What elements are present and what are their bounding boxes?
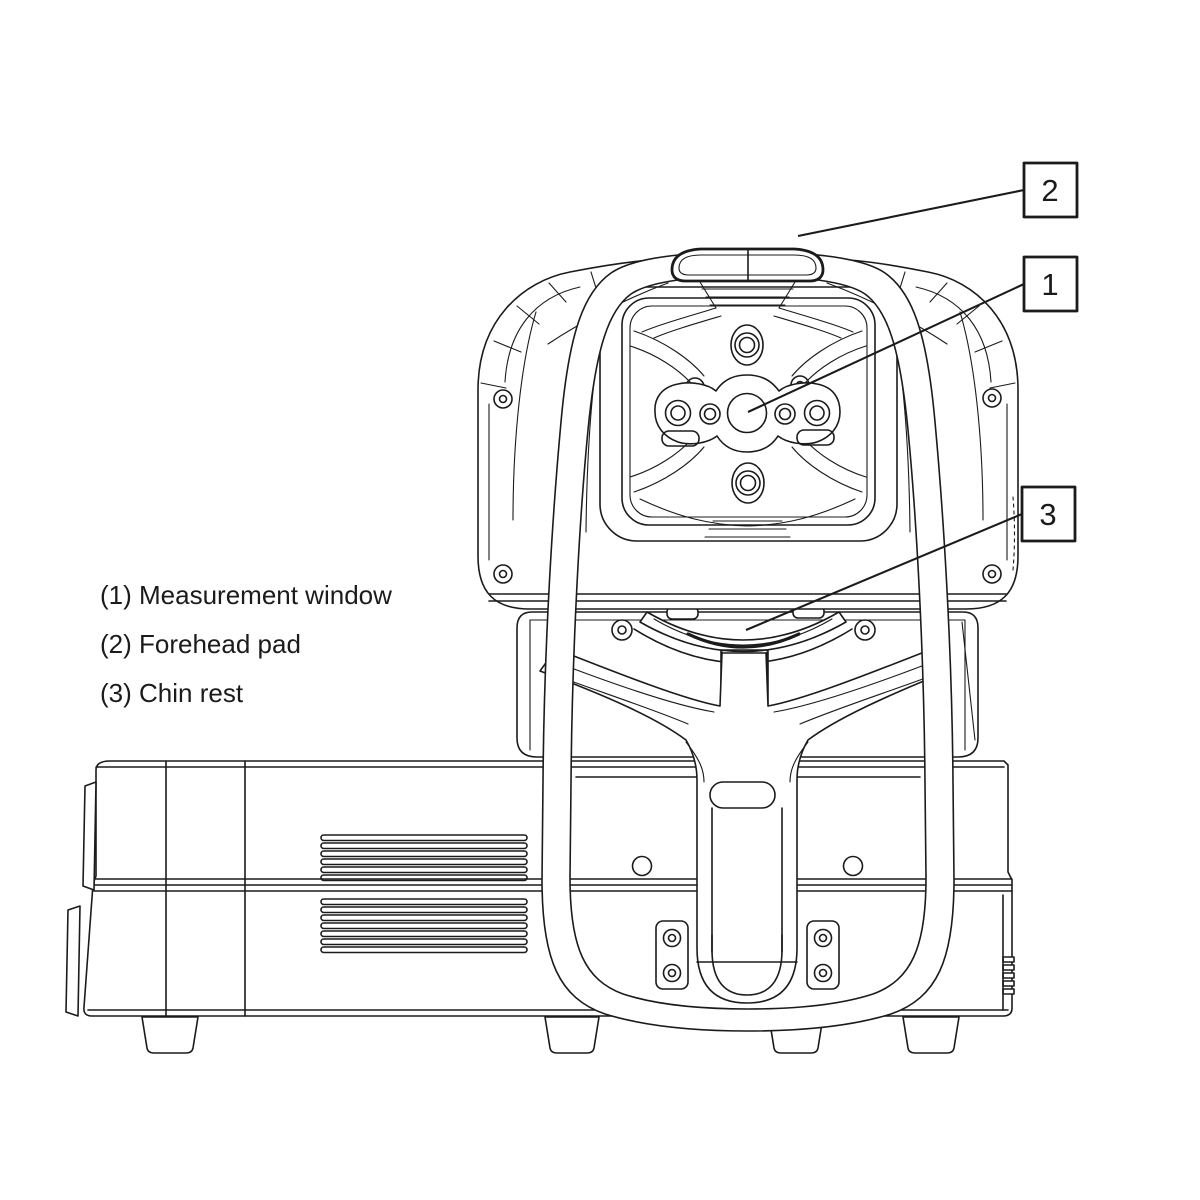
legend: (1) Measurement window (2) Forehead pad …	[100, 571, 392, 718]
measurement-window	[726, 392, 768, 434]
corner-hatch-left	[480, 271, 597, 389]
chin-rest-support	[539, 648, 949, 1004]
column-inner-u	[711, 934, 783, 996]
panel-slot-left	[661, 430, 700, 447]
feet	[141, 1016, 960, 1054]
callout-number-2: 2	[1041, 173, 1058, 208]
callout-boxes: 2 1 3	[1020, 161, 1079, 543]
panel-slot-right	[796, 429, 835, 446]
housing-inner-lines	[529, 619, 966, 751]
housing-right-panel-line	[961, 621, 976, 741]
column-collar	[709, 781, 776, 809]
shroud-screws	[493, 388, 1002, 584]
bottom-ring-port	[731, 462, 765, 504]
cooling-vents-lower	[320, 898, 528, 954]
base-left-tab-lower	[65, 905, 81, 1017]
housing-screw-right	[854, 619, 876, 641]
callout-box-1	[1022, 255, 1079, 313]
base-left-tab-upper	[82, 781, 97, 891]
leader-measurement-window	[747, 283, 1025, 413]
hidden-edge-dashed	[1012, 496, 1016, 571]
callout-box-2	[1022, 161, 1079, 219]
leader-lines	[745, 188, 1025, 631]
top-funnel	[699, 281, 796, 309]
leader-forehead-pad	[797, 188, 1025, 238]
top-ring-port	[730, 324, 764, 366]
base-hole-right	[842, 855, 864, 877]
callout-number-3: 3	[1039, 497, 1056, 532]
top-wings	[641, 307, 854, 339]
callout-number-1: 1	[1041, 267, 1058, 302]
mounting-plates	[655, 920, 840, 990]
legend-item-chin-rest: (3) Chin rest	[100, 678, 244, 708]
right-edge-ribs	[1002, 956, 1015, 995]
legend-item-forehead-pad: (2) Forehead pad	[100, 629, 301, 659]
column-inner-lines	[711, 807, 783, 953]
leader-chin-rest	[745, 513, 1023, 631]
optics-cluster-plate	[654, 374, 841, 453]
corner-hatch-right	[899, 271, 1016, 389]
legend-item-measurement-window: (1) Measurement window	[100, 580, 392, 610]
housing-screw-left	[611, 619, 633, 641]
chin-rest-dip	[686, 632, 801, 649]
base-panel-lines	[165, 760, 246, 1017]
frame-loop	[541, 251, 955, 1032]
forehead-pad	[670, 247, 825, 283]
cooling-vents-upper	[320, 834, 528, 882]
bezel-arms	[629, 330, 867, 493]
base-hole-left	[631, 855, 653, 877]
chin-rest-pad	[639, 611, 847, 653]
bottom-funnel	[639, 498, 856, 538]
panel-outer-frame	[599, 286, 898, 542]
callout-box-3	[1020, 485, 1077, 543]
